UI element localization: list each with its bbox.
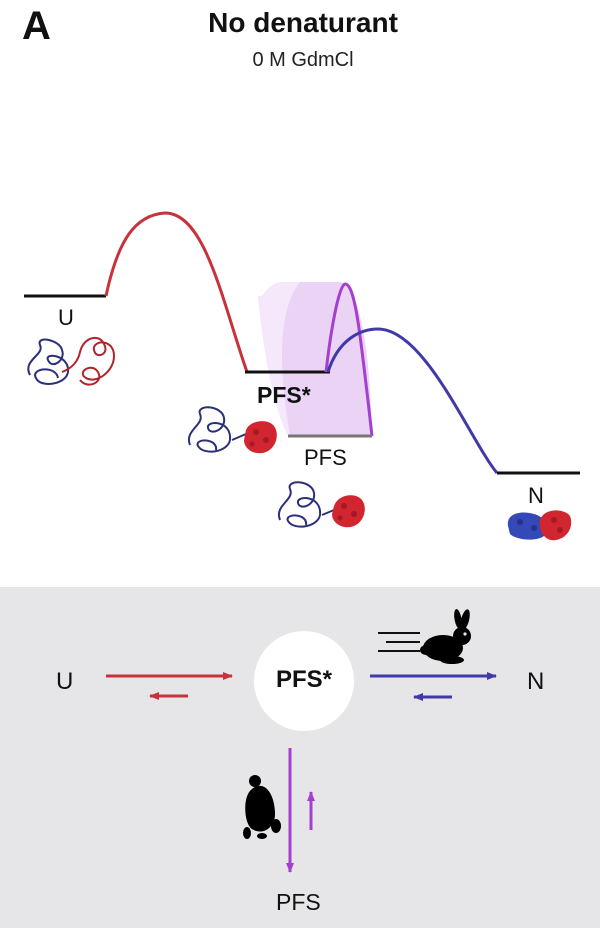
state-label-unfolded: U: [58, 305, 74, 330]
pfs-barrier-curve: [324, 282, 374, 437]
scheme-label-pfs-star: PFS*: [275, 666, 332, 693]
pfs-transition-band-highlight: [258, 282, 300, 436]
scheme-label-unfolded: U: [56, 668, 74, 695]
unfolded-protein-structure: [27, 336, 116, 386]
pfs-star-protein-structure: [187, 406, 277, 454]
state-label-pfs-star: PFS*: [257, 382, 311, 408]
panel-subtitle: 0 M GdmCl: [252, 49, 354, 71]
fast-speed-lines: [378, 632, 420, 652]
turtle-icon: [243, 775, 281, 839]
pfs-protein-structure: [277, 481, 365, 528]
state-label-pfs: PFS: [304, 445, 347, 470]
native-protein-structure: [507, 510, 572, 541]
panel-title: No denaturant: [208, 7, 398, 38]
rabbit-icon: [420, 609, 471, 664]
unfolding-barrier-curve: [104, 211, 249, 373]
scheme-label-pfs: PFS: [276, 889, 321, 915]
scheme-label-native: N: [527, 668, 545, 695]
native-barrier-curve: [326, 327, 499, 474]
state-label-native: N: [528, 483, 544, 508]
pfs-transition-band: [258, 282, 372, 436]
pfs-star-node: [254, 631, 354, 731]
panel-letter: A: [22, 4, 51, 48]
